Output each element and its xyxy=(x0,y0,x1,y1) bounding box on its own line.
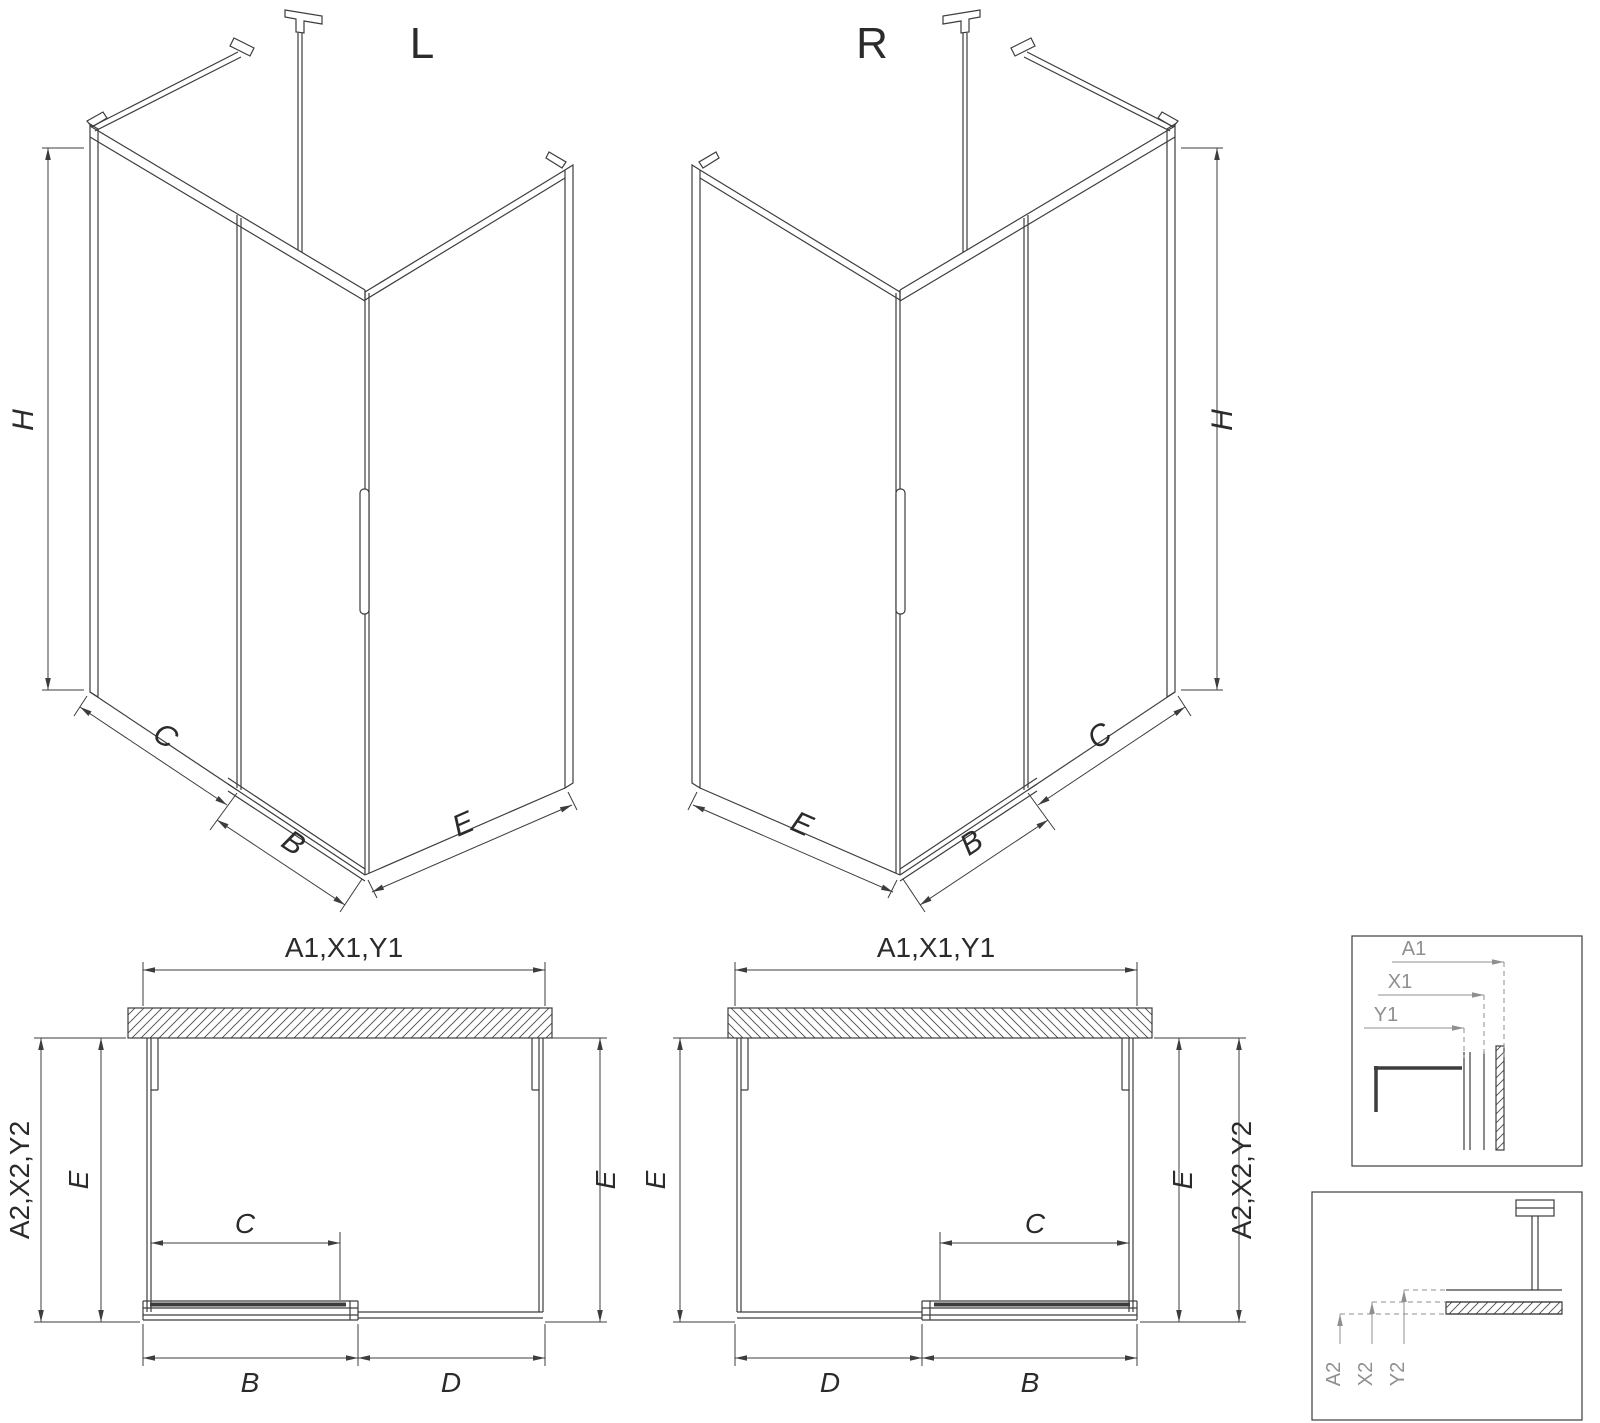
plan-left-labels: A1,X1,Y1 A2,X2,Y2 E E C B D xyxy=(4,932,621,1398)
plan-left-top-dim-label: A1,X1,Y1 xyxy=(285,932,403,963)
iso-view-left: L H C B E xyxy=(7,9,578,913)
plan-view-right: A1,X1,Y1 E E A2,X2,Y2 C D B xyxy=(640,932,1257,1398)
detail-top-labels: A1 X1 Y1 xyxy=(1374,938,1426,1026)
plan-left-depth-right-label: E xyxy=(590,1170,621,1189)
detail-top-profile xyxy=(1374,1045,1505,1151)
artwork-root: L H C B E R H E B C xyxy=(4,9,1583,1421)
detail-label-x2: X2 xyxy=(1355,1362,1377,1386)
plan-left-wall xyxy=(127,1007,553,1039)
detail-label-a2: A2 xyxy=(1323,1362,1345,1386)
plan-left-dimension-lines xyxy=(34,962,607,1366)
iso-right-linework xyxy=(688,10,1223,912)
dim-label-height-right: H xyxy=(1206,409,1239,431)
detail-label-x1: X1 xyxy=(1388,971,1412,993)
iso-left-linework xyxy=(42,9,578,913)
plan-left-linework xyxy=(34,962,607,1366)
iso-left-door-handle xyxy=(359,488,370,615)
plan-left-glass xyxy=(142,1038,544,1321)
plan-right-fixed-label: D xyxy=(820,1367,840,1398)
detail-bottom-leaders xyxy=(1337,1289,1446,1344)
plan-left-fixed-label: D xyxy=(441,1367,461,1398)
plan-right-depth-right-label: E xyxy=(1167,1170,1198,1189)
iso-view-right: R H E B C xyxy=(688,10,1239,912)
variant-label-left: L xyxy=(410,19,434,68)
detail-top-leaders xyxy=(1364,959,1505,1058)
dim-label-height-left: H xyxy=(7,409,40,431)
variant-label-right: R xyxy=(856,19,888,68)
plan-right-outer-dim-label: A2,X2,Y2 xyxy=(1226,1121,1257,1239)
plan-view-left: A1,X1,Y1 A2,X2,Y2 E E C B D xyxy=(4,932,621,1398)
plan-right-top-dim-label: A1,X1,Y1 xyxy=(877,932,995,963)
plan-left-depth-left-label: E xyxy=(63,1170,94,1189)
plan-right-door-label: B xyxy=(1021,1367,1040,1398)
plan-right-opening-label: C xyxy=(1025,1208,1046,1239)
plan-left-outer-dim-label: A2,X2,Y2 xyxy=(4,1121,35,1239)
iso-right-labels: R H E B C xyxy=(786,19,1239,862)
plan-left-door-label: B xyxy=(241,1367,260,1398)
detail-bottom-labels: A2 X2 Y2 xyxy=(1323,1362,1409,1386)
detail-bottom-profile xyxy=(1445,1199,1563,1315)
detail-label-y1: Y1 xyxy=(1374,1004,1398,1026)
dim-label-fixed-left: C xyxy=(147,716,184,756)
iso-left-dimension-lines xyxy=(42,147,578,913)
detail-label-y2: Y2 xyxy=(1387,1362,1409,1386)
plan-right-labels: A1,X1,Y1 E E A2,X2,Y2 C D B xyxy=(640,932,1257,1398)
plan-right-depth-left-label: E xyxy=(640,1170,671,1189)
plan-right-linework xyxy=(673,962,1246,1366)
dim-label-fixed-right: C xyxy=(1082,716,1119,756)
detail-top-frame xyxy=(1351,935,1583,1167)
detail-view-top: A1 X1 Y1 xyxy=(1351,935,1583,1167)
detail-label-a1: A1 xyxy=(1402,938,1426,960)
plan-left-opening-label: C xyxy=(235,1208,256,1239)
detail-view-bottom: A2 X2 Y2 xyxy=(1311,1191,1583,1421)
iso-left-labels: L H C B E xyxy=(7,19,480,862)
